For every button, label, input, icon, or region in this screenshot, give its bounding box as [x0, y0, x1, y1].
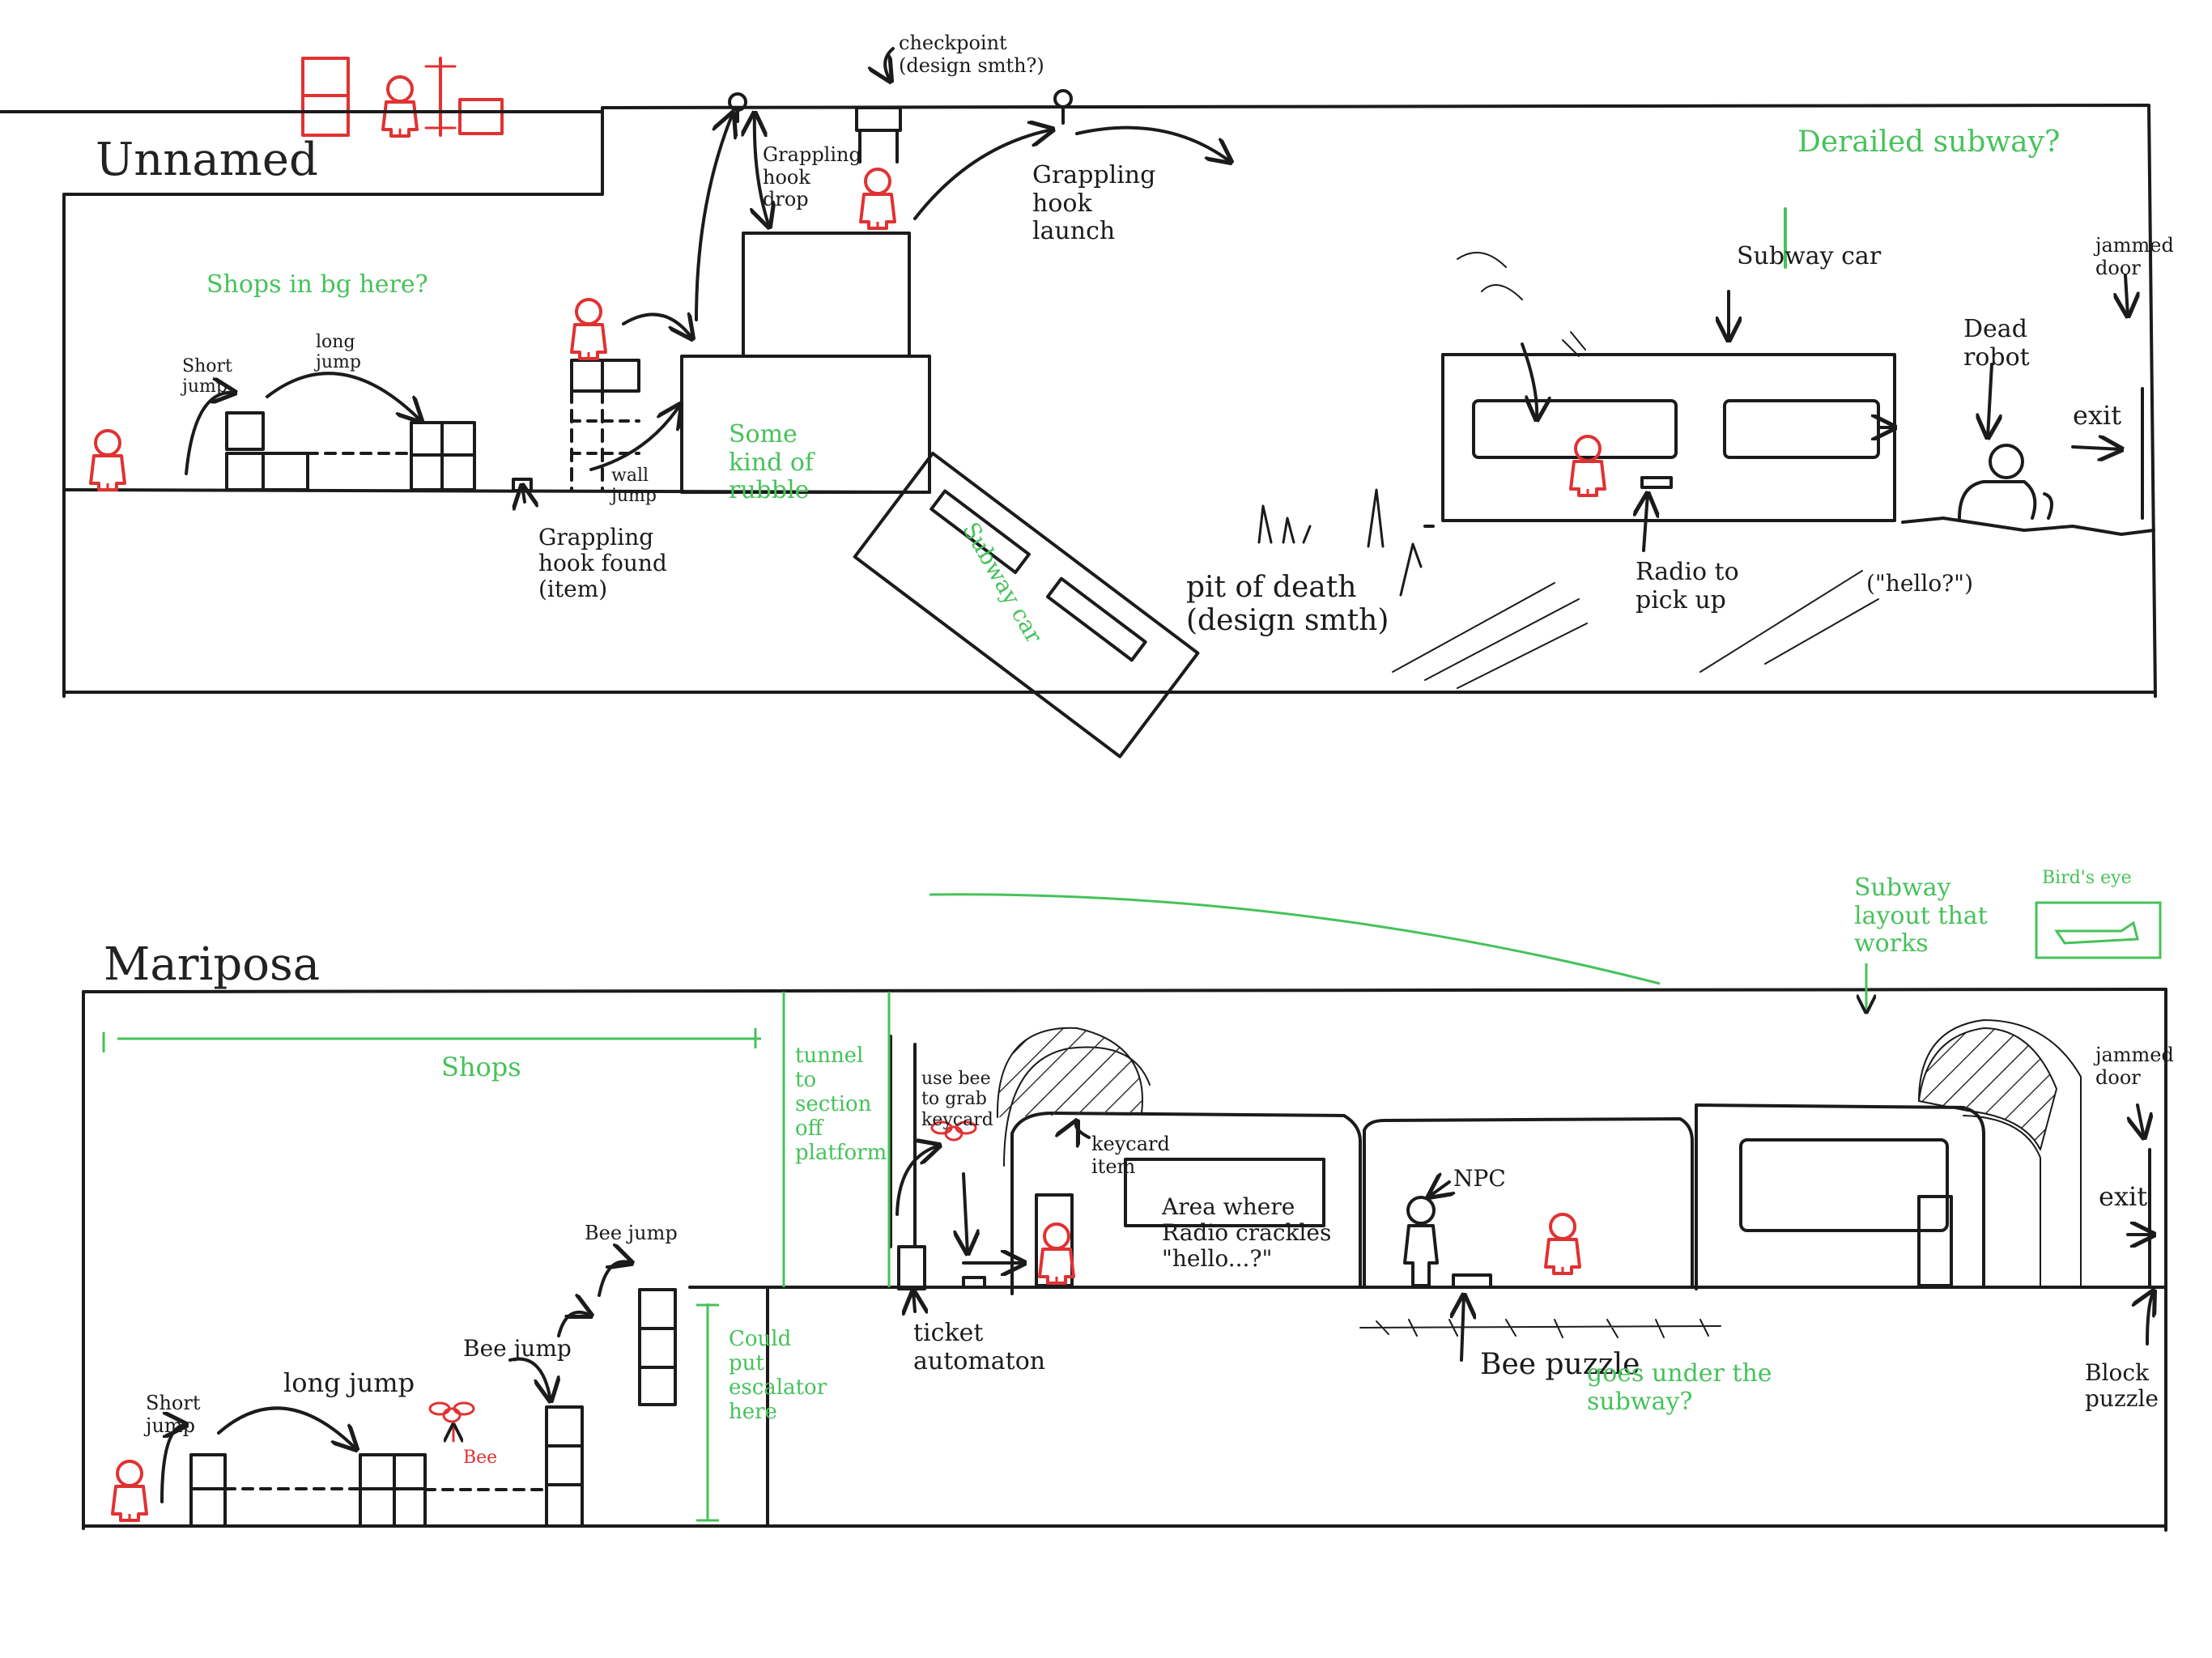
- rubble-note: Some kind of rubble: [729, 420, 814, 504]
- npc-note: NPC: [1453, 1165, 1506, 1192]
- bee-puzzle-note: Bee puzzle: [1480, 1348, 1640, 1381]
- birds-eye-note: Bird's eye: [2042, 868, 2132, 888]
- bee-icon: [428, 1401, 475, 1441]
- short-jump-note: Short jump: [182, 356, 232, 397]
- subway-car-middle: [1363, 1117, 1694, 1289]
- derailed-subway-note: Derailed subway?: [1797, 125, 2061, 159]
- bee-jump-note: Bee jump: [463, 1335, 572, 1362]
- tilted-subway-car: [853, 452, 1200, 759]
- upper-block: [742, 232, 911, 358]
- legend-player-icon: [381, 75, 419, 138]
- subway-car: [1441, 353, 1896, 522]
- shops-bg-note: Shops in bg here?: [206, 270, 428, 299]
- use-bee-note: use bee to grab keycard: [921, 1069, 993, 1130]
- grappling-launch-note: Grappling hook launch: [1032, 161, 1156, 245]
- under-subway-note: goes under the subway?: [1587, 1359, 1772, 1416]
- checkpoint-note: checkpoint (design smth?): [899, 32, 1044, 77]
- long-jump-note: long jump: [316, 332, 361, 373]
- long-jump-note: long jump: [283, 1367, 415, 1398]
- radio-area-note: Area where Radio crackles "hello...?": [1162, 1193, 1332, 1273]
- tunnel-note: tunnel to section off platform: [795, 1044, 887, 1165]
- jammed-door-note: jammed door: [2095, 1044, 2174, 1089]
- dead-robot-icon: [1958, 480, 2037, 520]
- grapple-point-icon: [1053, 89, 1073, 108]
- dead-robot-note: Dead robot: [1963, 315, 2030, 372]
- pit-of-death-note: pit of death (design smth): [1186, 571, 1389, 638]
- subway-car-left: [1010, 1112, 1362, 1295]
- shops-note: Shops: [441, 1052, 521, 1082]
- ticket-note: ticket automaton: [913, 1319, 1046, 1375]
- player-icon: [1544, 1213, 1581, 1275]
- player-icon: [1569, 435, 1606, 497]
- grappling-drop-note: Grappling hook drop: [763, 143, 861, 211]
- bottom-notes: [102, 893, 2162, 1522]
- hello-note: ("hello?"): [1866, 570, 1973, 597]
- grappling-found-note: Grappling hook found (item): [538, 524, 667, 603]
- legend-icons: [301, 57, 504, 137]
- player-icon: [1038, 1222, 1075, 1285]
- exit-note: exit: [2073, 400, 2122, 431]
- level-title-unnamed: Unnamed: [96, 134, 318, 186]
- exit-note: exit: [2099, 1181, 2148, 1212]
- subway-car-note: Subway car: [1737, 242, 1882, 270]
- player-checkpoint-icon: [859, 168, 896, 230]
- subway-layout-note: Subway layout that works: [1854, 874, 1988, 958]
- level-title-mariposa: Mariposa: [104, 938, 321, 991]
- npc-icon: [1406, 1196, 1436, 1225]
- escalator-note: Could put escalator here: [729, 1327, 827, 1424]
- block-puzzle-note: Block puzzle: [2085, 1359, 2159, 1413]
- bee-label: Bee: [463, 1448, 498, 1468]
- bee-icon: [930, 1120, 977, 1141]
- player-start-icon: [111, 1460, 148, 1522]
- wall-jump-note: wall jump: [611, 466, 657, 507]
- top-ceiling-line: [62, 104, 2157, 698]
- short-jump-note: Short jump: [146, 1392, 201, 1437]
- bottom-level: [82, 988, 2167, 1532]
- keycard-note: keycard item: [1091, 1133, 1170, 1178]
- bee-jump-high-note: Bee jump: [585, 1222, 678, 1244]
- player-start-icon: [89, 429, 126, 491]
- radio-note: Radio to pick up: [1636, 558, 1739, 614]
- player-icon: [570, 298, 607, 360]
- jammed-door-note: jammed door: [2095, 234, 2174, 279]
- bottom-ceiling-line: [82, 988, 2167, 993]
- top-level: [0, 47, 2157, 759]
